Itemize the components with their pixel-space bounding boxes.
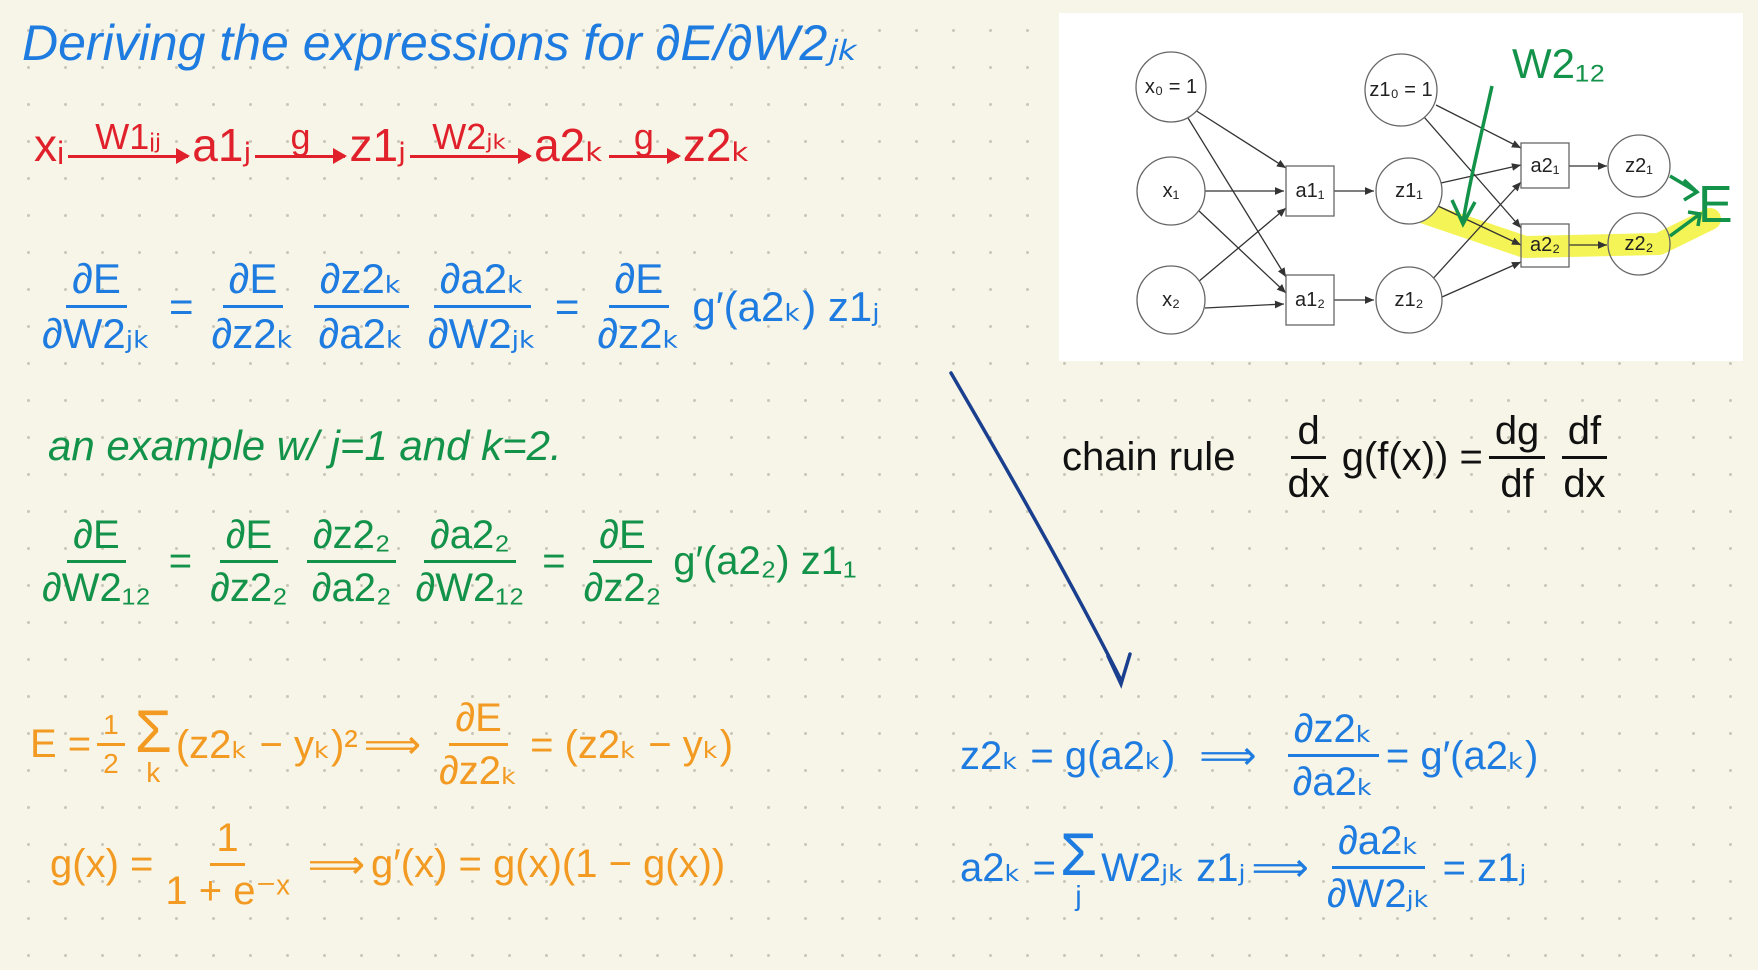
chain-arrow: W2ⱼₖ xyxy=(410,116,533,172)
node-a1-2 xyxy=(1285,274,1335,326)
node-label: x₂ xyxy=(1162,289,1180,311)
node-label: z2₁ xyxy=(1625,155,1653,177)
implies-symbol: ⟹ xyxy=(307,842,366,887)
chain-node: a2ₖ xyxy=(534,119,605,171)
equation-rhs: = z1ⱼ xyxy=(1442,845,1527,890)
node-label: a2₂ xyxy=(1530,234,1560,256)
equation-term: W2ⱼₖ z1ⱼ xyxy=(1101,845,1246,890)
node-a2-1 xyxy=(1520,142,1570,189)
node-label: z1₂ xyxy=(1395,289,1424,311)
equation-lhs: E = xyxy=(30,722,92,766)
node-label: z1₁ xyxy=(1395,180,1423,202)
error-arrows-icon xyxy=(1668,174,1703,238)
arrow-right-icon xyxy=(410,148,533,164)
node-x1 xyxy=(1136,156,1206,226)
arrowhead-icon xyxy=(1450,199,1477,228)
node-x0 xyxy=(1135,51,1207,123)
weight-arrow-icon xyxy=(1461,85,1494,223)
chain-arrow-label: g xyxy=(290,116,311,157)
implies-symbol: ⟹ xyxy=(1251,845,1309,890)
chain-arrow: g xyxy=(255,116,348,172)
node-z1-1 xyxy=(1375,157,1443,225)
fraction: ∂E∂z2ₖ xyxy=(597,255,681,358)
fraction: ∂a2ₖ∂W2ⱼₖ xyxy=(427,255,537,358)
example-gradient-equation: ∂E∂W2₁₂ = ∂E∂z2₂ ∂z2₂∂a2₂ ∂a2₂∂W2₁₂ = ∂E… xyxy=(30,512,856,611)
node-label: z2₂ xyxy=(1625,233,1654,255)
node-x2 xyxy=(1136,265,1206,335)
chain-node: z2ₖ xyxy=(682,119,752,171)
node-label: a1₁ xyxy=(1296,180,1325,202)
chain-node: a1ⱼ xyxy=(192,119,252,171)
equation-rhs: = g′(a2ₖ) xyxy=(1385,733,1539,778)
node-a2-2 xyxy=(1520,223,1570,268)
node-label: a1₂ xyxy=(1295,289,1325,311)
arrow-right-icon xyxy=(68,148,191,164)
equation-middle: g(f(x)) = xyxy=(1341,435,1483,479)
equation-lhs: a2ₖ = xyxy=(960,845,1056,890)
fraction: ∂E∂W2₁₂ xyxy=(42,513,151,610)
fraction: ∂E∂z2ₖ xyxy=(439,696,519,793)
page-title: Deriving the expressions for ∂E/∂W2ⱼₖ xyxy=(22,15,858,71)
arrow-right-icon xyxy=(608,148,681,164)
chain-arrow-label: g xyxy=(633,116,654,157)
fraction: ∂E∂W2ⱼₖ xyxy=(42,255,151,358)
fraction: ∂a2ₖ∂W2ⱼₖ xyxy=(1326,819,1431,916)
node-a1-1 xyxy=(1285,165,1335,217)
equation-rhs: = (z2ₖ − yₖ) xyxy=(530,722,734,767)
weight-annotation: W2₁₂ xyxy=(1512,40,1605,87)
fraction: ∂E∂z2₂ xyxy=(583,513,662,610)
network-edges xyxy=(1187,104,1607,309)
node-label: a2₁ xyxy=(1531,155,1560,177)
fraction: ∂E∂z2ₖ xyxy=(211,255,295,358)
equation-tail: g′(a2₂) z1₁ xyxy=(673,539,857,583)
chain-arrow-label: W2ⱼₖ xyxy=(432,116,508,157)
chain-node: xᵢ xyxy=(34,119,65,171)
implies-symbol: ⟹ xyxy=(363,722,422,767)
arrow-right-icon xyxy=(255,148,348,164)
chain-arrow-label: W1ᵢⱼ xyxy=(95,116,162,157)
node-z2-1 xyxy=(1607,134,1671,198)
example-label: an example w/ j=1 and k=2. xyxy=(48,422,562,469)
equation-rhs: g′(x) = g(x)(1 − g(x)) xyxy=(371,842,726,886)
general-gradient-equation: ∂E∂W2ⱼₖ = ∂E∂z2ₖ ∂z2ₖ∂a2ₖ ∂a2ₖ∂W2ⱼₖ = ∂E… xyxy=(30,255,880,359)
fraction: ∂E∂z2₂ xyxy=(210,513,288,610)
fraction: ∂a2₂∂W2₁₂ xyxy=(415,513,525,610)
node-label: x₀ = 1 xyxy=(1145,76,1197,98)
chain-arrow: g xyxy=(608,116,681,172)
chain-rule-label: chain rule xyxy=(1062,435,1236,479)
chain-arrow: W1ᵢⱼ xyxy=(68,116,191,172)
fraction: ∂z2ₖ∂a2ₖ xyxy=(313,255,410,359)
node-label: x₁ xyxy=(1163,180,1180,202)
node-label: z1₀ = 1 xyxy=(1369,79,1432,101)
node-z1-2 xyxy=(1375,266,1443,334)
equation-term: (z2ₖ − yₖ)² xyxy=(175,722,358,767)
node-z2-2 xyxy=(1607,212,1671,276)
fraction: ∂z2ₖ∂a2ₖ xyxy=(1287,706,1380,805)
forward-chain: xᵢ W1ᵢⱼ a1ⱼ g z1ⱼ W2ⱼₖ a2ₖ g z2ₖ xyxy=(34,118,751,172)
activation-derivative-equation: z2ₖ = g(a2ₖ) ⟹ ∂z2ₖ∂a2ₖ = g′(a2ₖ) xyxy=(960,706,1538,805)
fraction: ∂z2₂∂a2₂ xyxy=(306,512,398,611)
equation-lhs: z2ₖ = g(a2ₖ) xyxy=(960,733,1176,778)
chain-node: z1ⱼ xyxy=(349,119,407,171)
error-annotation: E xyxy=(1698,176,1733,234)
equation-tail: g′(a2ₖ) z1ⱼ xyxy=(692,283,880,331)
node-z1-0 xyxy=(1364,53,1438,127)
equation-lhs: g(x) = xyxy=(50,842,154,886)
implies-symbol: ⟹ xyxy=(1199,733,1257,778)
